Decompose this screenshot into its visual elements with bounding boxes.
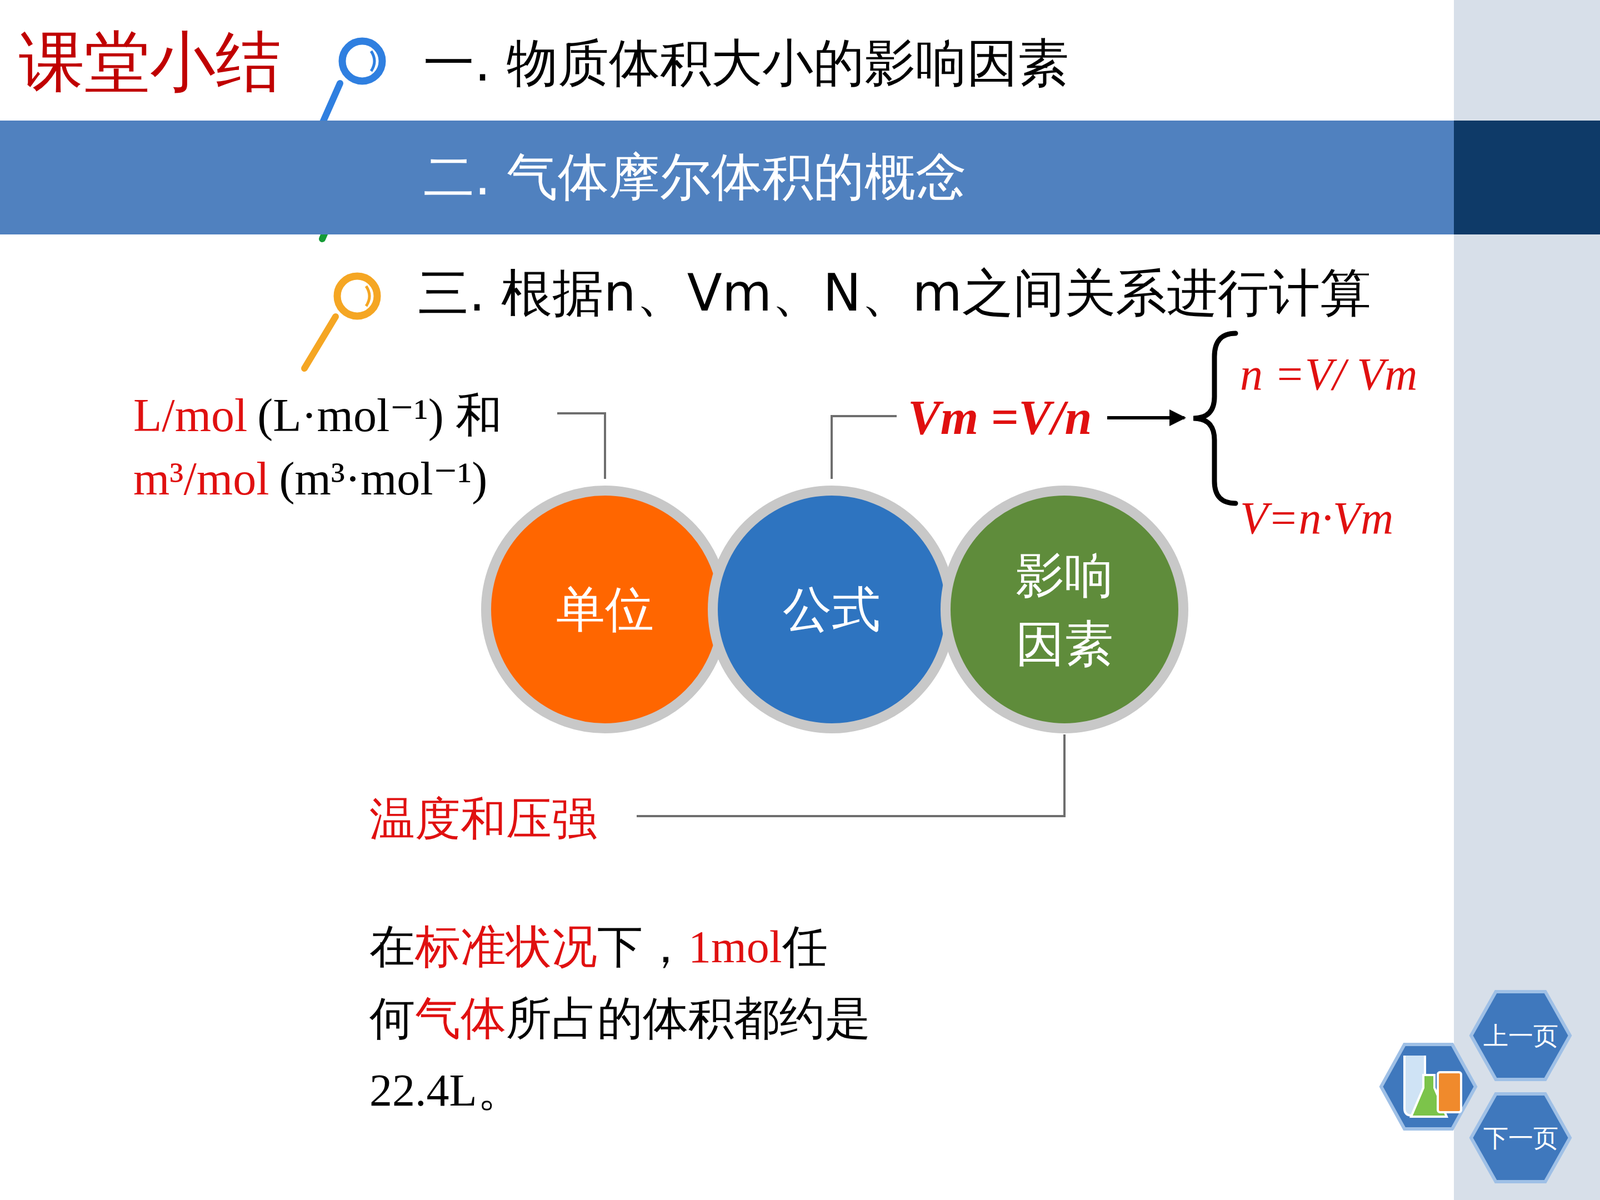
note-text: 1mol [688, 921, 783, 973]
next-page-button: 下一页 [1471, 1092, 1570, 1184]
leader-line [636, 734, 1065, 817]
unit-circle: 单位 [480, 485, 730, 734]
side-panel [1453, 0, 1600, 1200]
band-dark-end [1453, 120, 1600, 235]
beaker [1437, 1072, 1462, 1113]
leader-line-extension [557, 412, 605, 415]
node-label: 公式 [782, 575, 881, 644]
slide-title: 课堂小结 [18, 24, 282, 100]
node-label: 单位 [556, 575, 654, 644]
lens-glint [366, 286, 370, 307]
note-text: 在 [369, 920, 415, 973]
unit-text: (m³·mol⁻¹) [279, 452, 488, 507]
formula-circle: 公式 [707, 485, 957, 734]
node-label: 影响 因素 [1008, 541, 1121, 678]
curly-brace [1193, 333, 1236, 504]
prev-page-button: 上一页 [1471, 990, 1570, 1082]
factor-circle: 影响 因素 [940, 485, 1189, 734]
circle-fill [712, 490, 951, 729]
hexagon-fill [1471, 991, 1570, 1080]
lens-glint [371, 51, 375, 72]
leader-line [831, 416, 897, 479]
node-label: 二. 气体摩尔体积的概念 [423, 141, 968, 214]
magnifier-lens [342, 41, 383, 82]
hexagon-fill [1471, 1093, 1570, 1182]
magnifier-handle [304, 316, 336, 369]
note-paragraph: 在标准状况下，1mol任何气体所占的体积都约是22.4L。 [369, 911, 873, 1127]
unit-text: m³/mol [133, 452, 270, 507]
circle-shape [940, 485, 1189, 734]
title-band: 二. 气体摩尔体积的概念 [0, 120, 1454, 235]
unit-text: (L·mol⁻¹) 和 [257, 388, 502, 443]
factor-text: 温度和压强 [369, 792, 598, 845]
magnifier-orange [304, 276, 378, 369]
formula: V=n·Vm [1240, 492, 1394, 545]
circle-fill [945, 490, 1184, 729]
formula-arrow [1107, 416, 1185, 420]
circle-fill [486, 490, 724, 729]
list-item: 一. 物质体积大小的影响因素 [423, 33, 1070, 93]
note-text: 标准状况 [415, 920, 598, 973]
list-item: 三. 根据n、Vm、N、m之间关系进行计算 [417, 263, 1372, 323]
leader-line [557, 413, 605, 479]
icon-hexagon [1381, 1044, 1476, 1129]
node-label: 下一页 [1483, 1120, 1559, 1156]
note-text: 气体 [415, 991, 507, 1045]
note-text: 下， [597, 920, 689, 973]
beaker-icon [1381, 1044, 1476, 1129]
unit-text: L/mol [133, 388, 248, 443]
formula: Vm =V/n [907, 389, 1092, 446]
node-label: 上一页 [1483, 1018, 1559, 1054]
magnifier-lens [337, 276, 378, 317]
formula: n =V/ Vm [1240, 348, 1418, 401]
